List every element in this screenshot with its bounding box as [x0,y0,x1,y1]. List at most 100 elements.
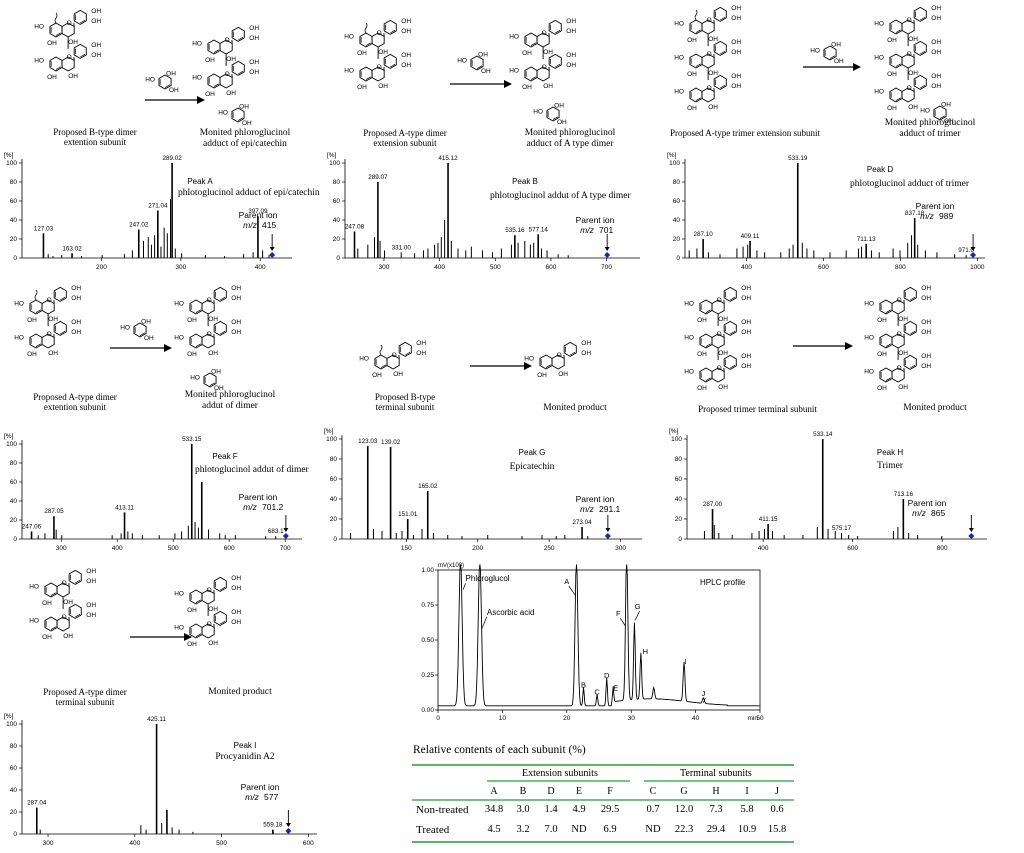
atom-label: OH [731,83,741,90]
atom-label: O [392,352,397,359]
atom-label: O [717,331,722,338]
atom-label: HO [34,24,44,31]
atom-label: OH [27,317,37,324]
atom-label: OH [208,350,218,357]
ring-bond [208,74,220,88]
ring-bond [208,40,220,54]
y-tick-label: 20 [675,516,683,523]
atom-label: HO [344,68,354,75]
atom-label: HO [684,369,694,376]
peak-label: 139.02 [381,439,401,446]
atom-label: OH [558,371,568,378]
parent-ion-value: 989 [939,211,953,221]
y-tick-label: 100 [671,436,682,443]
atom-label: OH [187,641,197,648]
x-tick-label: 600 [847,545,858,552]
atom-label: OH [27,351,37,358]
peak-description: phlotoglucinol addut of A type dimer [490,190,631,201]
caption-monitored: Monited product [530,403,620,414]
x-tick-label: 300 [379,264,390,271]
atom-label: HO [14,301,24,308]
atom-label: OH [481,68,491,75]
atom-label: OH [231,619,241,626]
peak-label: 289.02 [162,155,182,162]
y-tick-label: 1.00 [421,567,434,574]
atom-label: HO [509,34,519,41]
reaction-arrow [470,361,532,371]
x-tick-label: 0 [436,715,440,722]
peak-label: 287.00 [703,501,723,508]
atom-label: OH [242,120,252,127]
atom-label: O [542,64,547,71]
atom-label: HO [874,89,884,96]
y-tick-label: 80 [10,743,18,750]
x-tick-label: 800 [895,264,906,271]
atom-label: HO [920,108,930,115]
atom-label: OH [731,73,741,80]
atom-label: OH [226,56,236,63]
ring-bond [45,583,57,597]
y-tick-label: 60 [10,765,18,772]
y-axis-label: [%] [667,152,677,159]
ring-bond [724,355,736,369]
peak-label: 683.1 [268,528,284,535]
peak-name: Peak I [234,741,257,750]
x-tick-label: 500 [216,840,227,847]
y-tick-label: 60 [10,479,18,486]
y-tick-label: 20 [330,516,338,523]
peak-label: 287.05 [44,508,64,515]
annotation-arrow [635,611,640,620]
atom-label: O [557,352,562,359]
x-tick-label: 700 [601,264,612,271]
atom-label: OH [71,295,81,302]
atom-label: OH [731,39,741,46]
parent-ion-value: 865 [931,508,945,518]
wavy-bond [55,13,57,23]
peak-description: Procyanidin A2 [215,752,275,762]
ring-bond [880,368,892,382]
peak-label: 287.10 [693,231,713,238]
atom-label: OH [141,319,151,326]
atom-label: OH [401,62,411,69]
peak-annotation: I [684,657,686,666]
atom-label: OH [708,70,718,77]
y-tick-label: 20 [10,809,18,816]
atom-label: OH [68,73,78,80]
atom-label: OH [921,285,931,292]
atom-label: HO [29,584,39,591]
y-tick-label: 0 [676,255,680,262]
x-tick-label: 200 [96,264,107,271]
atom-label: OH [187,607,197,614]
mz-label: m/z [920,211,934,221]
atom-label: OH [718,350,728,357]
table-cell: 7.3 [702,804,730,815]
reaction-arrow [793,341,853,351]
peak-label: 413.11 [115,504,134,511]
table-cell: 5.8 [733,804,761,815]
table-cell: 7.0 [537,824,565,835]
ring-bond [890,54,902,68]
atom-label: O [897,297,902,304]
atom-label: O [377,30,382,37]
peak-label: 713.16 [894,491,914,498]
ring-bond [564,342,576,356]
mz-label: m/z [243,502,257,512]
atom-label: HO [509,68,519,75]
ring-bond [690,54,702,68]
atom-label: OH [931,15,941,22]
atom-label: O [67,20,72,27]
atom-label: OH [47,40,57,47]
column-header: F [602,786,618,797]
atom-label: OH [205,57,215,64]
atom-label: OH [231,609,241,616]
atom-label: OH [211,369,221,376]
ring-bond [74,10,86,24]
atom-label: O [542,30,547,37]
atom-label: OH [63,633,73,640]
atom-label: OH [931,83,941,90]
